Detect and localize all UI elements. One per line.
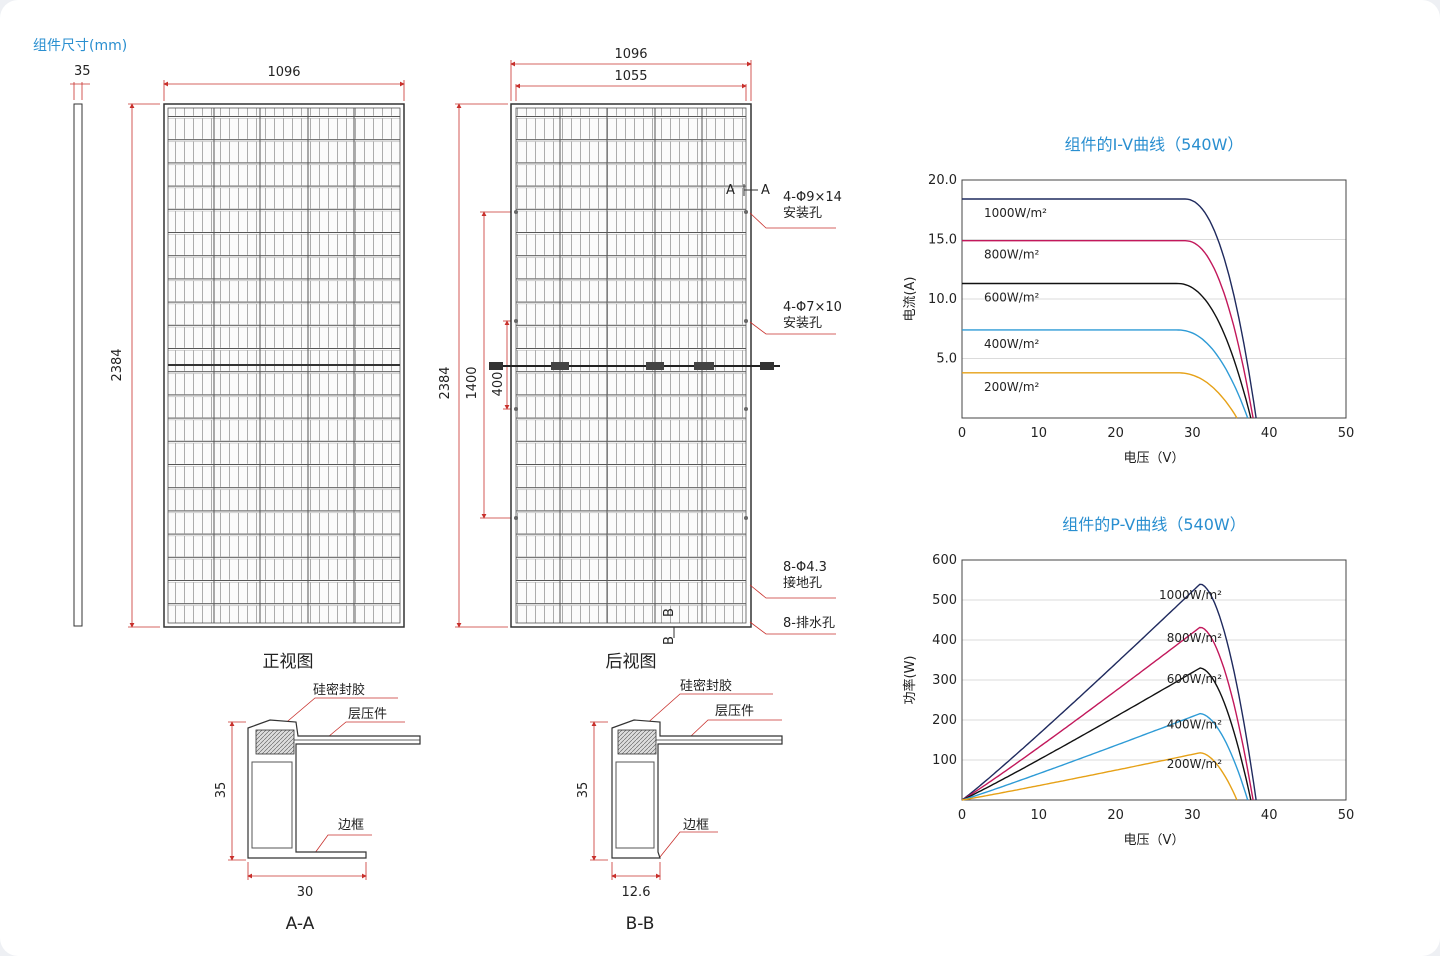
- section-bb: 硅密封胶 层压件 边框 35 12.6 B-B: [576, 678, 783, 934]
- pv-series-line: [961, 583, 1257, 801]
- side-profile: [73, 103, 83, 627]
- mounting-holes: [514, 210, 748, 520]
- section-a-marker-1: A: [726, 183, 735, 198]
- rear-outer-width-label: 1096: [614, 47, 647, 62]
- iv-x-axis-label: 电压（V）: [1124, 451, 1185, 466]
- iv-x-tick: 0: [958, 426, 966, 441]
- iv-y-tick: 5.0: [936, 352, 957, 367]
- pv-y-axis-label: 功率(W): [902, 656, 918, 705]
- bb-sealant-label: 硅密封胶: [680, 678, 732, 694]
- pv-y-tick: 400: [932, 633, 957, 648]
- iv-title: 组件的I-V曲线（540W）: [1065, 135, 1244, 154]
- pv-chart: 组件的P-V曲线（540W） 100 200 300 400 500 600 0 10 20 30 4…: [902, 515, 1354, 848]
- rear-400-label: 400: [491, 372, 506, 397]
- pv-x-tick: 30: [1184, 808, 1201, 823]
- iv-y-axis-label: 电流(A): [903, 276, 918, 321]
- pv-plot-frame: [961, 559, 1347, 801]
- pv-series-label: 600W/m²: [1167, 672, 1223, 686]
- hole-1-name: 安装孔: [783, 206, 822, 221]
- pv-y-tick: 600: [932, 553, 957, 568]
- aa-laminate-label: 层压件: [348, 707, 387, 722]
- pv-x-tick: 0: [958, 808, 966, 823]
- pv-series-label: 200W/m²: [1167, 757, 1223, 771]
- hole-3-spec: 8-Φ4.3: [783, 560, 827, 575]
- iv-y-tick: 15.0: [928, 233, 957, 248]
- iv-series-label: 1000W/m²: [984, 206, 1047, 220]
- bb-width-label: 12.6: [622, 885, 651, 900]
- section-aa: 硅密封胶 层压件 边框 35 30 A-A: [214, 682, 421, 934]
- rear-view: 1096 1055 2384 1400 400: [438, 47, 842, 672]
- hole-4-label: 8-排水孔: [783, 616, 835, 631]
- pv-x-tick: 50: [1338, 808, 1355, 823]
- bb-laminate-label: 层压件: [715, 704, 754, 719]
- pv-x-axis-label: 电压（V）: [1124, 833, 1185, 848]
- pv-series-line: [961, 626, 1254, 801]
- iv-chart: 组件的I-V曲线（540W） 5.0 10.0 15.0 20.0 0 10 20 30 40 50…: [903, 135, 1354, 466]
- iv-series-label: 400W/m²: [984, 337, 1040, 351]
- hole-1-spec: 4-Φ9×14: [783, 190, 842, 205]
- hole-3-name: 接地孔: [783, 575, 822, 591]
- iv-series-line: [962, 240, 1254, 419]
- pv-y-tick: 200: [932, 713, 957, 728]
- side-view: 35: [70, 64, 91, 627]
- pv-y-tick: 300: [932, 673, 957, 688]
- aa-sealant-label: 硅密封胶: [313, 682, 365, 698]
- pv-x-tick: 20: [1107, 808, 1124, 823]
- section-b-marker-2: B: [662, 636, 677, 645]
- pv-y-tick: 500: [932, 593, 957, 608]
- iv-y-tick: 20.0: [928, 173, 957, 188]
- aa-frame-label: 边框: [338, 818, 364, 833]
- iv-x-tick: 50: [1338, 426, 1355, 441]
- iv-x-tick: 20: [1107, 426, 1124, 441]
- rear-inner-width-label: 1055: [614, 69, 647, 84]
- iv-x-tick: 10: [1031, 426, 1048, 441]
- bb-caption: B-B: [626, 914, 655, 934]
- pv-x-tick: 10: [1031, 808, 1048, 823]
- aa-height-label: 35: [214, 782, 229, 799]
- side-thickness-label: 35: [74, 64, 91, 79]
- front-width-label: 1096: [267, 65, 300, 80]
- pv-title: 组件的P-V曲线（540W）: [1062, 515, 1245, 534]
- pv-x-tick: 40: [1261, 808, 1278, 823]
- iv-series-label: 800W/m²: [984, 248, 1040, 262]
- aa-width-label: 30: [297, 885, 314, 900]
- pv-series-label: 400W/m²: [1167, 718, 1223, 732]
- section-b-marker-1: B: [662, 608, 677, 617]
- pv-series-line: [961, 667, 1252, 801]
- section-a-marker-2: A: [761, 183, 770, 198]
- iv-series-line: [962, 198, 1257, 419]
- pv-series-label: 1000W/m²: [1159, 588, 1222, 602]
- section-title: 组件尺寸(mm): [33, 38, 127, 54]
- iv-x-tick: 40: [1261, 426, 1278, 441]
- iv-series-line: [962, 372, 1238, 419]
- bb-height-label: 35: [576, 782, 591, 799]
- iv-plot-frame: [961, 179, 1347, 419]
- aa-caption: A-A: [286, 914, 315, 934]
- iv-series-line: [962, 329, 1249, 419]
- iv-series-label: 200W/m²: [984, 380, 1040, 394]
- iv-y-tick: 10.0: [928, 292, 957, 307]
- front-view-caption: 正视图: [263, 652, 314, 672]
- rear-1400-label: 1400: [465, 366, 480, 399]
- pv-series-label: 800W/m²: [1167, 631, 1223, 645]
- iv-series-line: [962, 282, 1252, 419]
- pv-series-line: [961, 752, 1238, 801]
- rear-view-caption: 后视图: [606, 652, 657, 672]
- hole-2-name: 安装孔: [783, 316, 822, 331]
- iv-series-label: 600W/m²: [984, 291, 1040, 305]
- front-view: 1096 2384 正视图: [110, 65, 405, 672]
- iv-x-tick: 30: [1184, 426, 1201, 441]
- bb-frame-label: 边框: [683, 818, 709, 833]
- rear-height-label: 2384: [438, 366, 453, 399]
- front-height-label: 2384: [110, 348, 125, 381]
- hole-2-spec: 4-Φ7×10: [783, 300, 842, 315]
- pv-y-tick: 100: [932, 753, 957, 768]
- pv-series-line: [961, 712, 1249, 801]
- junction-cable: [489, 362, 780, 370]
